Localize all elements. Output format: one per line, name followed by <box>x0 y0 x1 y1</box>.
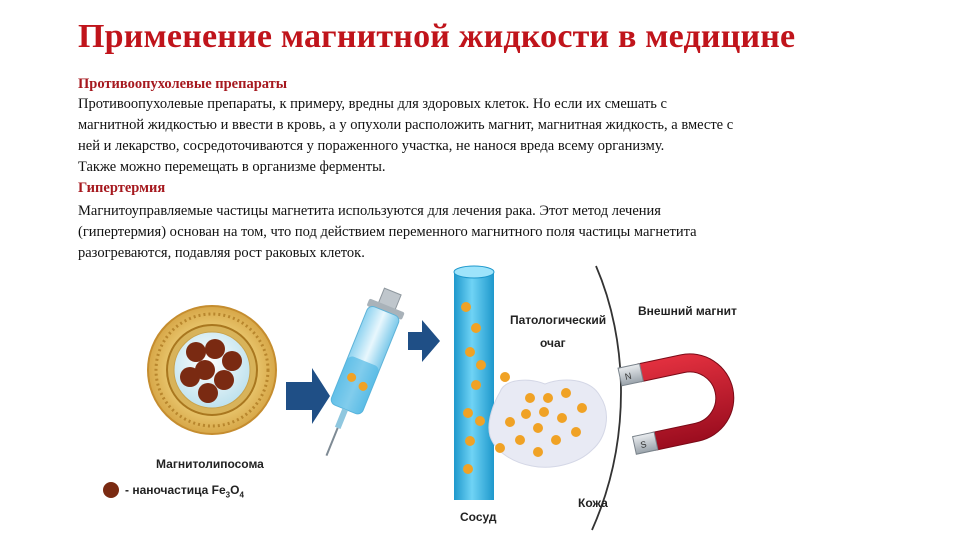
page-title: Применение магнитной жидкости в медицине <box>78 18 796 55</box>
section-heading-antitumor: Противоопухолевые препараты <box>78 76 288 92</box>
pathological-focus-label-line2: очаг <box>540 336 566 350</box>
paragraph-line: магнитной жидкостью и ввести в кровь, а … <box>78 117 734 133</box>
magnetic-particles <box>461 302 587 474</box>
skin-label: Кожа <box>578 496 608 510</box>
legend-text: - наночастица Fe <box>125 483 226 497</box>
paragraph-line: разогреваются, подавляя рост раковых кле… <box>78 245 365 261</box>
antitumor-paragraph: Противоопухолевые препараты, к примеру, … <box>78 94 733 178</box>
external-magnet-label: Внешний магнит <box>638 304 737 318</box>
arrow-right-icon <box>286 368 330 424</box>
paragraph-line: ней и лекарство, сосредоточиваются у пор… <box>78 138 665 154</box>
vessel-label: Сосуд <box>460 510 497 524</box>
syringe-illustration <box>325 287 405 457</box>
arrow-right-icon <box>408 320 440 362</box>
paragraph-line: (гипертермия) основан на том, что под де… <box>78 224 697 240</box>
svg-text:N: N <box>624 371 632 382</box>
svg-text:S: S <box>639 439 647 450</box>
paragraph-line: Также можно перемещать в организме ферме… <box>78 159 386 175</box>
legend-subscript: 3 <box>225 490 231 500</box>
pathological-focus-label: Патологический <box>510 313 607 327</box>
paragraph-line: Противоопухолевые препараты, к примеру, … <box>78 96 667 112</box>
magnetoliposome-illustration <box>147 305 277 435</box>
skin-boundary-line <box>591 265 622 531</box>
liposome-label: Магнитолипосома <box>156 457 264 471</box>
legend-nanoparticle-icon <box>103 482 119 498</box>
liposome-nanoparticles <box>180 339 242 403</box>
paragraph-line: Магнитоуправляемые частицы магнетита исп… <box>78 203 661 219</box>
horseshoe-magnet-icon: N S <box>617 353 735 455</box>
legend-oxygen: O <box>230 483 240 497</box>
legend-label: - наночастица Fe3O4 <box>125 483 244 499</box>
legend-subscript: 4 <box>239 490 244 500</box>
section-heading-hyperthermia: Гипертермия <box>78 180 166 196</box>
pathological-focus-region <box>488 379 607 468</box>
hyperthermia-paragraph: Магнитоуправляемые частицы магнетита исп… <box>78 201 697 264</box>
